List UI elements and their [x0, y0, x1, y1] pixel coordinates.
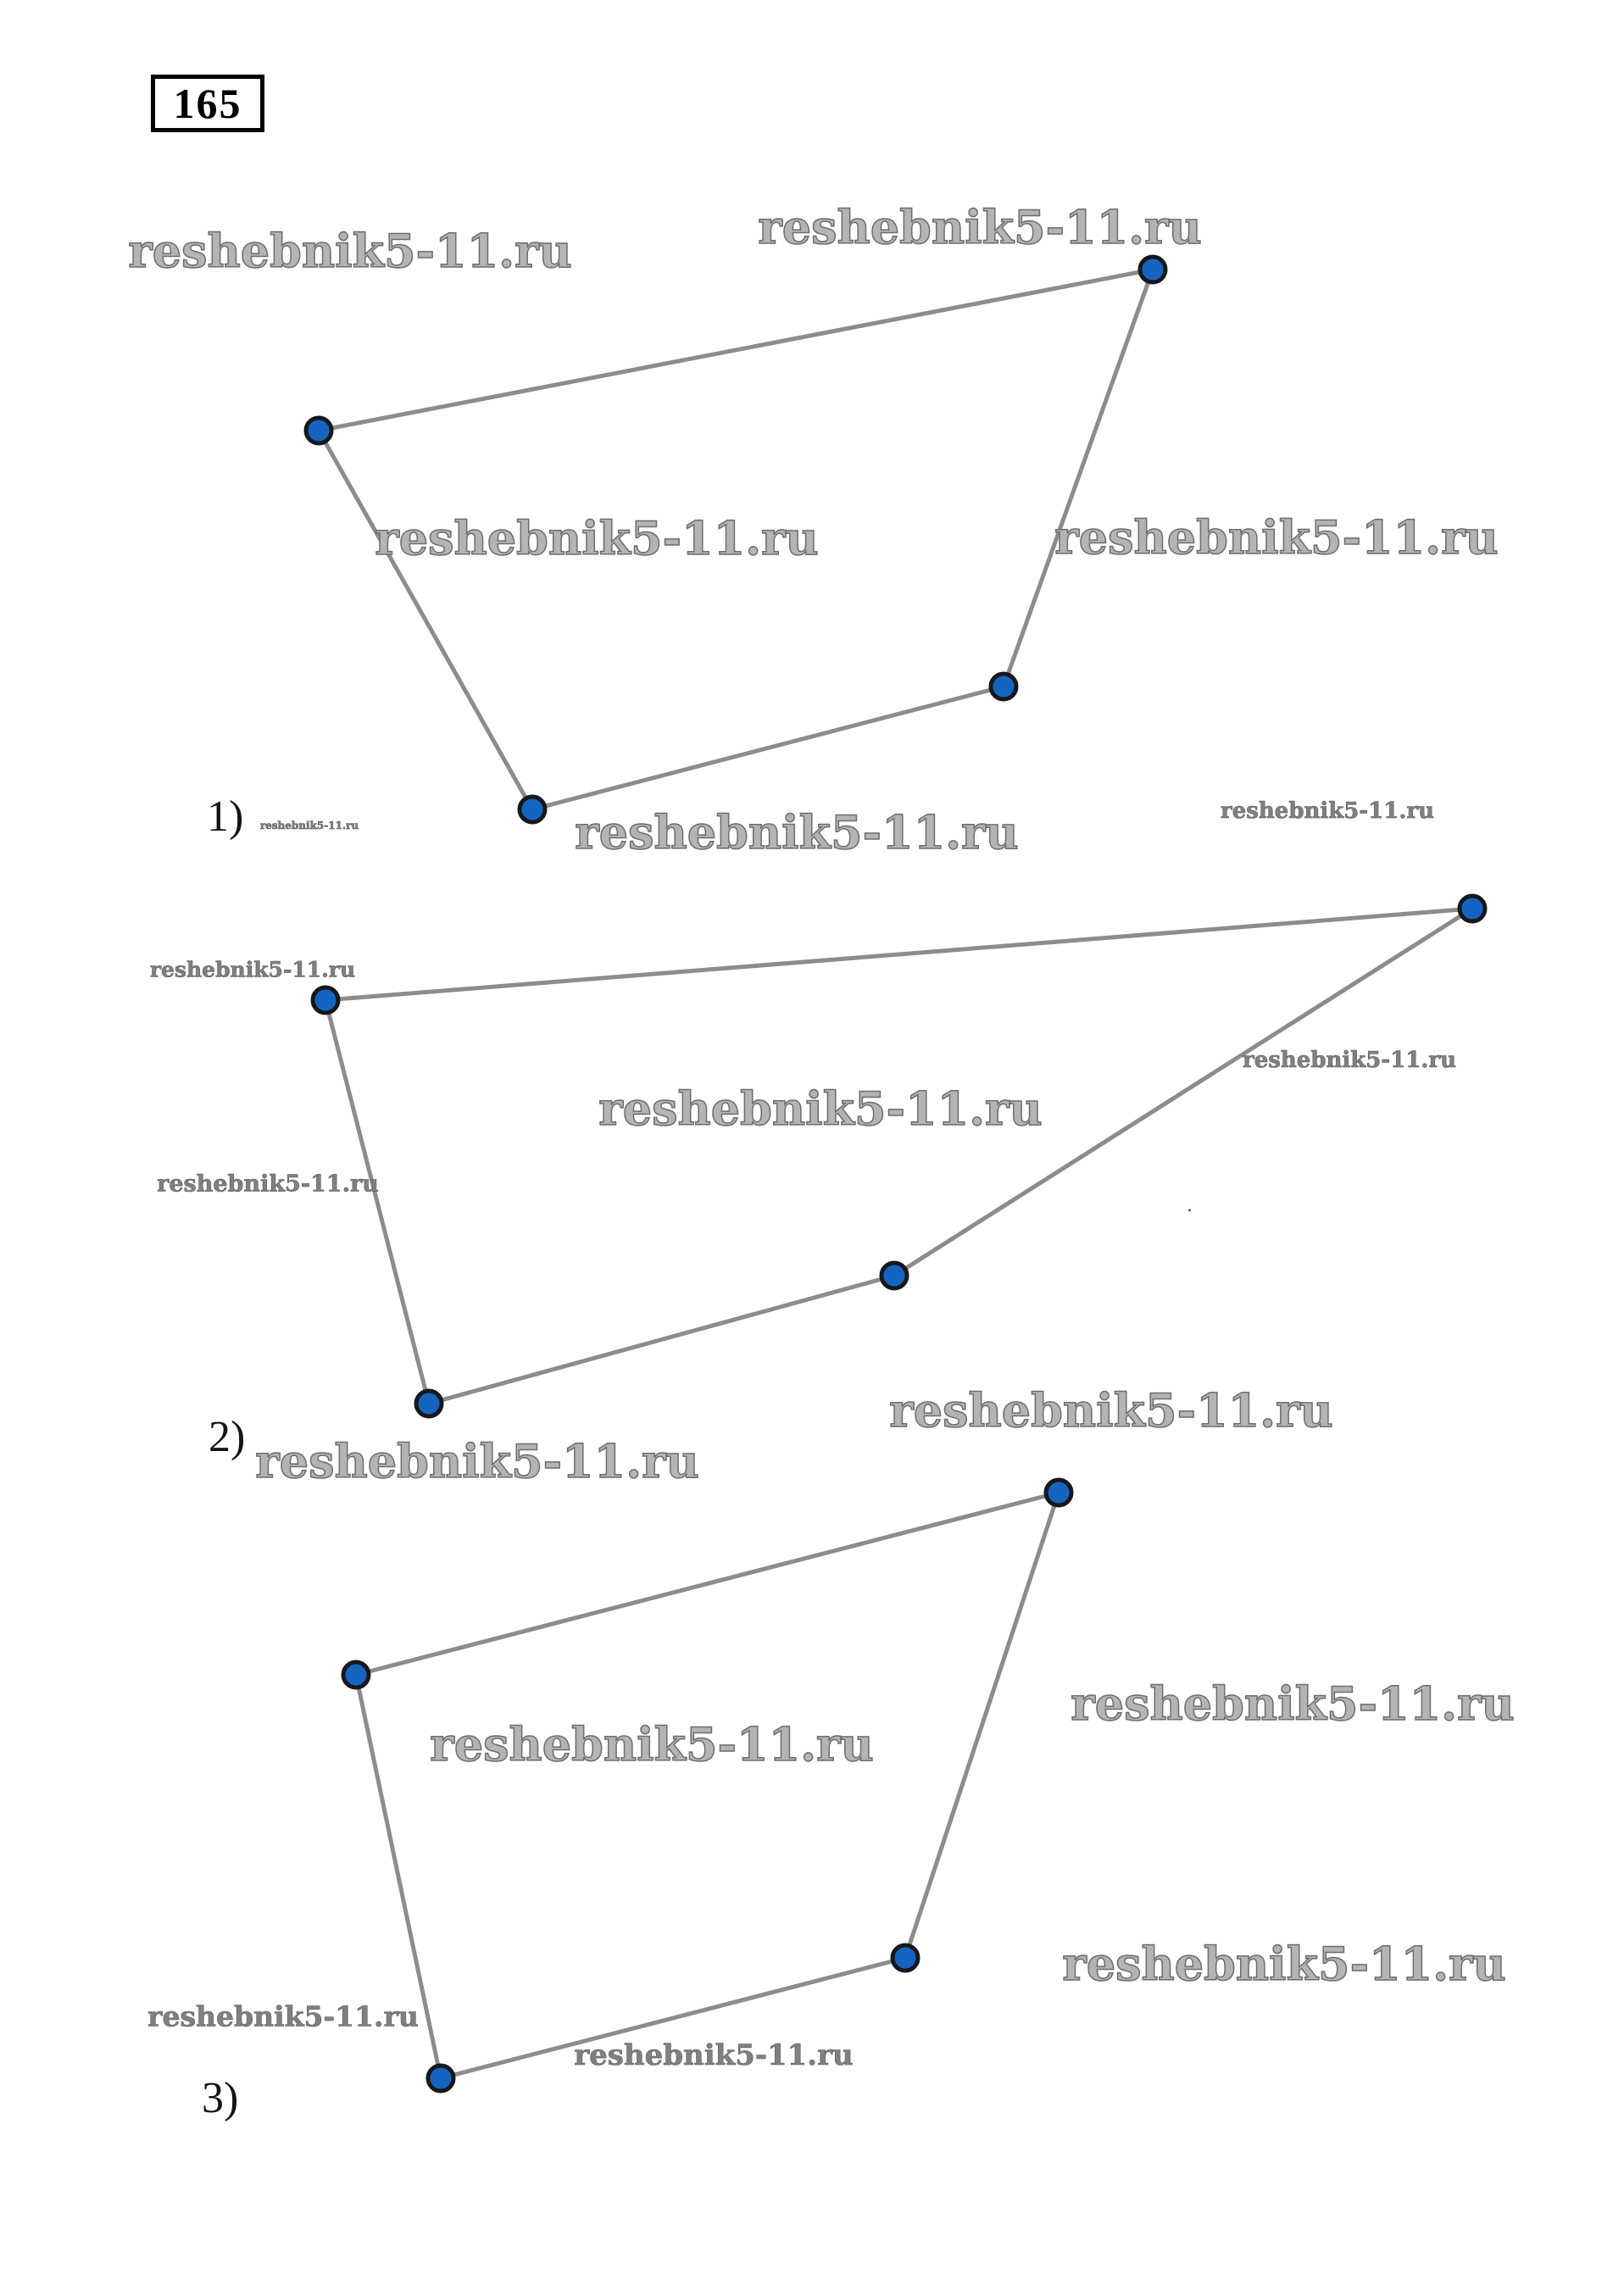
vertex-dot-figure-2: [879, 1260, 909, 1291]
watermark-text: reshebnik5-11.ru: [147, 1999, 419, 2033]
vertex-dot-figure-1: [1137, 254, 1168, 285]
watermark-text: reshebnik5-11.ru: [598, 1082, 1043, 1136]
watermark-text: reshebnik5-11.ru: [430, 1717, 875, 1771]
watermark-text: reshebnik5-11.ru: [128, 224, 573, 278]
edge-line-figure-1: [316, 267, 1155, 433]
edge-line-figure-3: [353, 1490, 1061, 1677]
watermark-text: reshebnik5-11.ru: [574, 2038, 854, 2072]
watermark-text: reshebnik5-11.ru: [157, 1171, 379, 1198]
edge-line-figure-2: [426, 1273, 897, 1406]
figure-label-1: 1): [207, 792, 244, 841]
vertex-dot-figure-1: [517, 794, 548, 825]
vertex-dot-figure-3: [890, 1943, 920, 1973]
edge-line-figure-2: [323, 998, 431, 1406]
figure-label-2: 2): [209, 1413, 246, 1461]
watermark-text: reshebnik5-11.ru: [1220, 798, 1435, 824]
watermark-text: reshebnik5-11.ru: [1062, 1937, 1507, 1991]
edge-line-figure-1: [1001, 267, 1155, 689]
period-mark: .: [1187, 1195, 1193, 1216]
vertex-dot-figure-2: [310, 985, 341, 1015]
edge-line-figure-3: [903, 1490, 1061, 1960]
vertex-dot-figure-2: [1457, 893, 1488, 924]
vertex-dot-figure-1: [988, 671, 1019, 702]
watermark-text: reshebnik5-11.ru: [575, 805, 1020, 859]
vertex-dot-figure-3: [1043, 1477, 1074, 1508]
vertex-dot-figure-3: [341, 1660, 371, 1690]
vertex-dot-figure-1: [303, 415, 334, 446]
watermark-text: reshebnik5-11.ru: [149, 957, 356, 982]
watermark-text: reshebnik5-11.ru: [259, 820, 359, 831]
figure-label-3: 3): [202, 2074, 239, 2122]
watermark-text: reshebnik5-11.ru: [889, 1383, 1334, 1437]
edge-line-figure-1: [530, 684, 1006, 812]
watermark-text: reshebnik5-11.ru: [758, 200, 1203, 254]
watermark-text: reshebnik5-11.ru: [375, 511, 820, 565]
watermark-text: reshebnik5-11.ru: [1054, 510, 1499, 564]
edge-line-figure-2: [892, 906, 1475, 1278]
vertex-dot-figure-3: [425, 2063, 456, 2094]
problem-number-box: 165: [151, 75, 264, 132]
problem-number: 165: [173, 80, 242, 127]
edge-line-figure-2: [323, 906, 1475, 1003]
watermark-text: reshebnik5-11.ru: [1242, 1048, 1457, 1073]
edge-line-figure-3: [438, 1955, 908, 2081]
edge-line-figure-1: [316, 428, 535, 812]
vertex-dot-figure-2: [414, 1388, 444, 1419]
edge-line-figure-3: [353, 1672, 443, 2081]
watermark-text: reshebnik5-11.ru: [1071, 1677, 1516, 1731]
watermark-text: reshebnik5-11.ru: [255, 1434, 700, 1488]
